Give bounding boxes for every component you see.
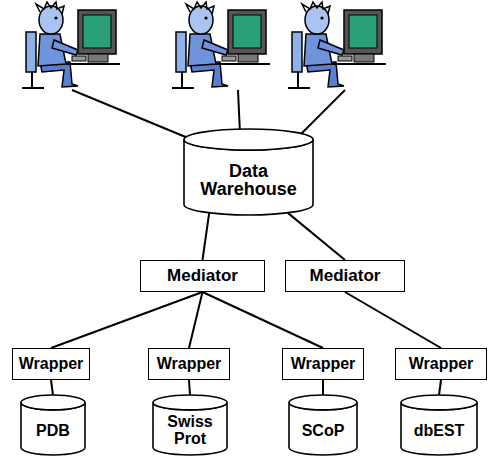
user-link (238, 90, 240, 134)
mediator-box: Mediator (140, 260, 265, 292)
connector-line (203, 213, 210, 260)
node-label: Swiss Prot (156, 414, 224, 448)
connector-line (288, 213, 345, 260)
database-cylinder: Swiss Prot (152, 394, 228, 456)
database-cylinder: PDB (20, 394, 86, 456)
wrapper-box: Wrapper (148, 348, 230, 380)
warehouse-cylinder: Data Warehouse (183, 128, 314, 216)
node-label: Wrapper (19, 356, 84, 373)
wrapper-box: Wrapper (12, 348, 90, 380)
user-figure (22, 2, 120, 88)
user-figure (288, 2, 386, 88)
wrapper-box: Wrapper (395, 348, 487, 380)
database-cylinder: dbEST (400, 394, 478, 456)
node-label: SCoP (302, 423, 345, 440)
connector-line (189, 380, 190, 395)
database-cylinder: SCoP (288, 394, 358, 456)
connector-line (203, 292, 324, 348)
node-label: Mediator (167, 267, 238, 285)
connector-line (345, 292, 441, 348)
connector-line (322, 380, 324, 395)
node-label: dbEST (414, 423, 465, 440)
node-label: Wrapper (157, 356, 222, 373)
user-figure (172, 2, 270, 88)
wrapper-box: Wrapper (282, 348, 364, 380)
node-label: Mediator (310, 267, 381, 285)
connector-line (439, 380, 441, 395)
mediator-box: Mediator (285, 260, 405, 292)
node-label: Data Warehouse (187, 162, 310, 200)
connector-line (189, 292, 203, 348)
node-label: Wrapper (291, 356, 356, 373)
connector-line (51, 292, 203, 348)
node-label: Wrapper (409, 356, 474, 373)
connector-line (51, 380, 53, 395)
node-label: PDB (36, 423, 70, 440)
